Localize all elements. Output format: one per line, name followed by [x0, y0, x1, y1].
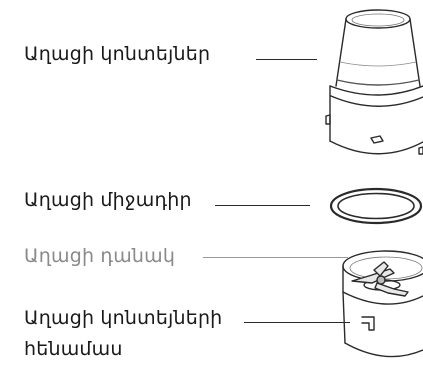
label-container-base-line2: հենամաս — [24, 338, 123, 360]
label-grinder-blade: Աղացի դանակ — [24, 245, 176, 267]
label-grinder-container: Աղացի կոնտեյներ — [24, 43, 211, 65]
grinder-container-illustration — [325, 9, 423, 155]
leader-line-blade — [203, 257, 348, 259]
grinder-blade-illustration — [351, 261, 409, 297]
container-base-illustration — [342, 250, 423, 358]
leader-line-container — [256, 59, 317, 61]
grinder-seal-illustration — [329, 187, 423, 225]
leader-line-base — [244, 322, 350, 324]
label-container-base-line1: Աղացի կոնտեյների — [24, 307, 223, 329]
leader-line-seal — [215, 205, 310, 207]
label-grinder-seal: Աղացի միջադիր — [24, 189, 192, 211]
